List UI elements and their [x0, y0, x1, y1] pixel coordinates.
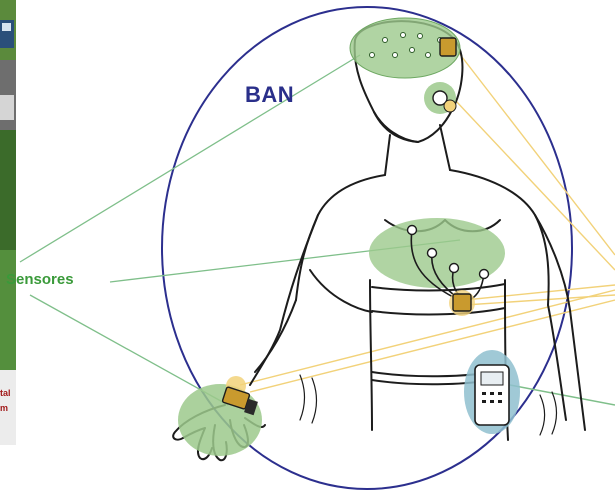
- sensors-label: Sensores: [6, 271, 74, 288]
- ear-sensor-icon: [424, 82, 456, 114]
- chest-sensor-icon: [369, 218, 505, 316]
- edge-fragment-2: m: [0, 403, 8, 413]
- wrist-sensor-icon: [178, 376, 262, 456]
- body-hub-device-icon: [464, 350, 520, 434]
- cropped-photo-strip: [0, 0, 16, 445]
- ban-label: BAN: [245, 82, 294, 108]
- edge-fragment-1: tal: [0, 388, 11, 398]
- eeg-cap-icon: [350, 18, 460, 78]
